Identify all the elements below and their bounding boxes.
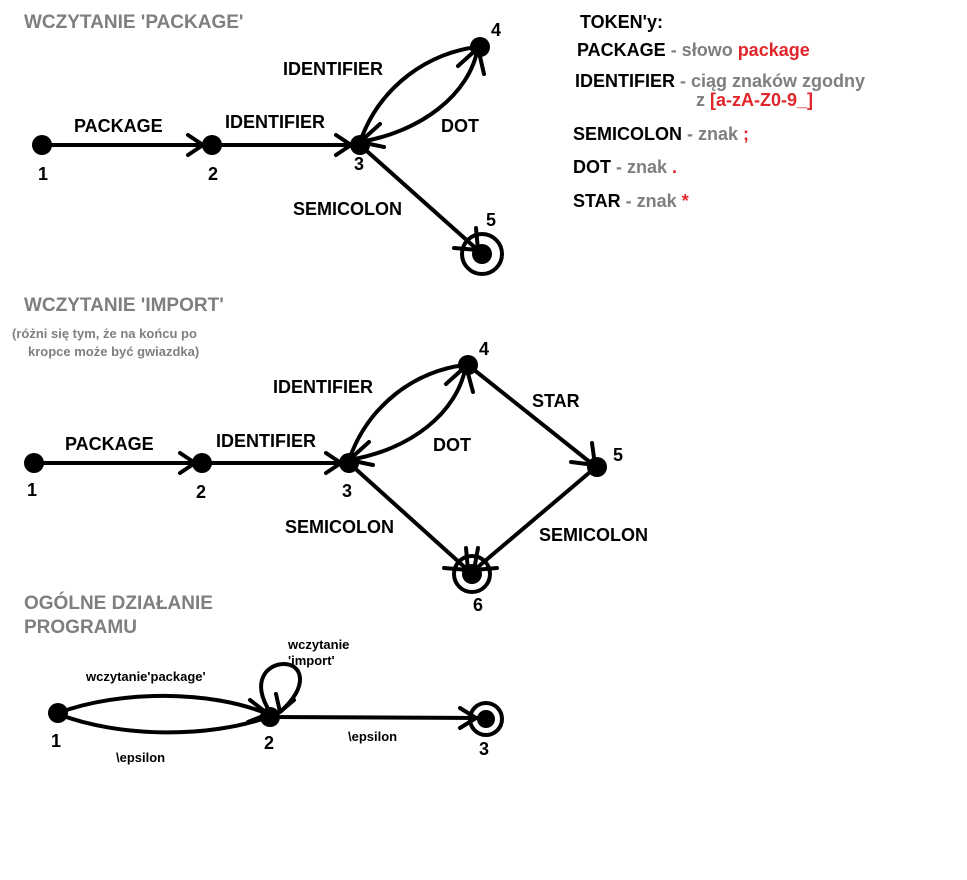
- pkg-edge-4-3: [358, 45, 480, 144]
- legend-identifier-row-2: z [a-zA-Z0-9_]: [696, 90, 813, 110]
- pkg-edge-3-4: [358, 45, 480, 144]
- legend-dot-token: DOT: [573, 157, 611, 177]
- imp-edge-4-3-label: DOT: [433, 435, 471, 455]
- pkg-edge-4-3-label: DOT: [441, 116, 479, 136]
- imp-edge-5-6-label: SEMICOLON: [539, 525, 648, 545]
- gen-loop-label-1: wczytanie: [287, 637, 349, 652]
- imp-node-1: [24, 453, 44, 473]
- general-section-title-2: PROGRAMU: [24, 617, 137, 638]
- pkg-node-4: [470, 37, 490, 57]
- import-note-line-1: (różni się tym, że na końcu po: [12, 326, 197, 341]
- gen-node-2: [260, 707, 280, 727]
- pkg-edge-3-4-label: IDENTIFIER: [283, 59, 383, 79]
- token-legend: TOKEN'y: PACKAGE - słowo package IDENTIF…: [573, 12, 865, 211]
- legend-semicolon-row: SEMICOLON - znak ;: [573, 124, 749, 144]
- imp-node-3: [339, 453, 359, 473]
- import-note-line-2: kropce może być gwiazdka): [28, 344, 199, 359]
- import-section-title: WCZYTANIE 'IMPORT': [24, 295, 224, 316]
- gen-node-3-accept-ring: [468, 701, 504, 737]
- gen-loop-2-arrow: [274, 692, 296, 714]
- legend-identifier-desc-1: - ciąg znaków zgodny: [675, 71, 865, 91]
- imp-node-2-label: 2: [196, 482, 206, 502]
- gen-edge-1-2-bottom: [56, 712, 270, 735]
- imp-edge-4-3: [347, 363, 468, 462]
- gen-edge-1-2-bottom-label: \epsilon: [116, 750, 165, 765]
- imp-edge-5-6: [470, 465, 598, 574]
- gen-edge-1-2-top: [56, 693, 270, 716]
- legend-identifier-value: [a-zA-Z0-9_]: [710, 90, 813, 110]
- pkg-edge-3-5: [358, 143, 482, 254]
- pkg-node-4-label: 4: [491, 20, 501, 40]
- legend-semicolon-token: SEMICOLON: [573, 124, 682, 144]
- legend-star-desc: - znak: [621, 191, 682, 211]
- pkg-node-3: [350, 135, 370, 155]
- imp-edge-3-6: [347, 461, 472, 574]
- imp-node-6-label: 6: [473, 595, 483, 615]
- legend-package-value: package: [738, 40, 810, 60]
- import-automaton: 1 2 3 4 5 6 PACKAGE IDENTIFIER IDENTIFIE…: [24, 339, 648, 615]
- imp-node-4: [458, 355, 478, 375]
- legend-star-token: STAR: [573, 191, 621, 211]
- gen-loop-2: [259, 661, 302, 714]
- pkg-node-1-label: 1: [38, 164, 48, 184]
- gen-edge-1-2-top-label: wczytanie'package': [85, 669, 206, 684]
- legend-package-row: PACKAGE - słowo package: [577, 40, 810, 60]
- legend-dot-desc: - znak: [611, 157, 672, 177]
- imp-edge-4-5-label: STAR: [532, 391, 580, 411]
- gen-node-3: [477, 710, 495, 728]
- legend-dot-row: DOT - znak .: [573, 157, 677, 177]
- imp-node-2: [192, 453, 212, 473]
- gen-node-1: [48, 703, 68, 723]
- pkg-edge-2-3-label: IDENTIFIER: [225, 112, 325, 132]
- pkg-node-2-label: 2: [208, 164, 218, 184]
- legend-dot-value: .: [672, 157, 677, 177]
- pkg-node-5: [472, 244, 492, 264]
- gen-node-1-label: 1: [51, 731, 61, 751]
- pkg-node-5-label: 5: [486, 210, 496, 230]
- imp-edge-2-3-label: IDENTIFIER: [216, 431, 316, 451]
- legend-heading: TOKEN'y:: [580, 12, 663, 32]
- pkg-node-1: [32, 135, 52, 155]
- imp-edge-1-2-label: PACKAGE: [65, 434, 154, 454]
- package-section-title: WCZYTANIE 'PACKAGE': [24, 12, 243, 33]
- imp-node-4-label: 4: [479, 339, 489, 359]
- imp-edge-3-4: [347, 363, 468, 462]
- imp-edge-3-4-label: IDENTIFIER: [273, 377, 373, 397]
- pkg-node-3-label: 3: [354, 154, 364, 174]
- legend-semicolon-value: ;: [743, 124, 749, 144]
- imp-node-6-accept-ring: [452, 554, 492, 594]
- general-automaton: 1 2 3 wczytanie'package' \epsilon wczyta…: [48, 637, 504, 765]
- legend-identifier-row: IDENTIFIER - ciąg znaków zgodny: [575, 71, 865, 91]
- legend-star-value: *: [682, 191, 689, 211]
- gen-edge-2-3-label: \epsilon: [348, 729, 397, 744]
- pkg-edge-3-5-label: SEMICOLON: [293, 199, 402, 219]
- legend-semicolon-desc: - znak: [682, 124, 743, 144]
- imp-node-1-label: 1: [27, 480, 37, 500]
- imp-node-5-label: 5: [613, 445, 623, 465]
- legend-star-row: STAR - znak *: [573, 191, 689, 211]
- gen-node-2-label: 2: [264, 733, 274, 753]
- imp-edge-4-5: [466, 363, 598, 469]
- gen-node-3-label: 3: [479, 739, 489, 759]
- gen-edge-2-3: [268, 715, 484, 720]
- legend-package-desc: - słowo: [666, 40, 738, 60]
- imp-node-5: [587, 457, 607, 477]
- package-automaton: 1 2 3 4 5 PACKAGE IDENTIFIER IDENTIFIER …: [32, 20, 504, 276]
- gen-loop-label-2: 'import': [288, 653, 335, 668]
- general-section-title-1: OGÓLNE DZIAŁANIE: [24, 592, 213, 614]
- legend-package-token: PACKAGE: [577, 40, 666, 60]
- gen-arrow-2-3: [458, 706, 478, 730]
- legend-identifier-token: IDENTIFIER: [575, 71, 675, 91]
- imp-edge-3-6-label: SEMICOLON: [285, 517, 394, 537]
- pkg-node-2: [202, 135, 222, 155]
- pkg-node-5-accept-ring: [460, 232, 504, 276]
- imp-node-3-label: 3: [342, 481, 352, 501]
- imp-node-6: [462, 564, 482, 584]
- legend-identifier-desc-2: z: [696, 90, 710, 110]
- pkg-edge-1-2-label: PACKAGE: [74, 116, 163, 136]
